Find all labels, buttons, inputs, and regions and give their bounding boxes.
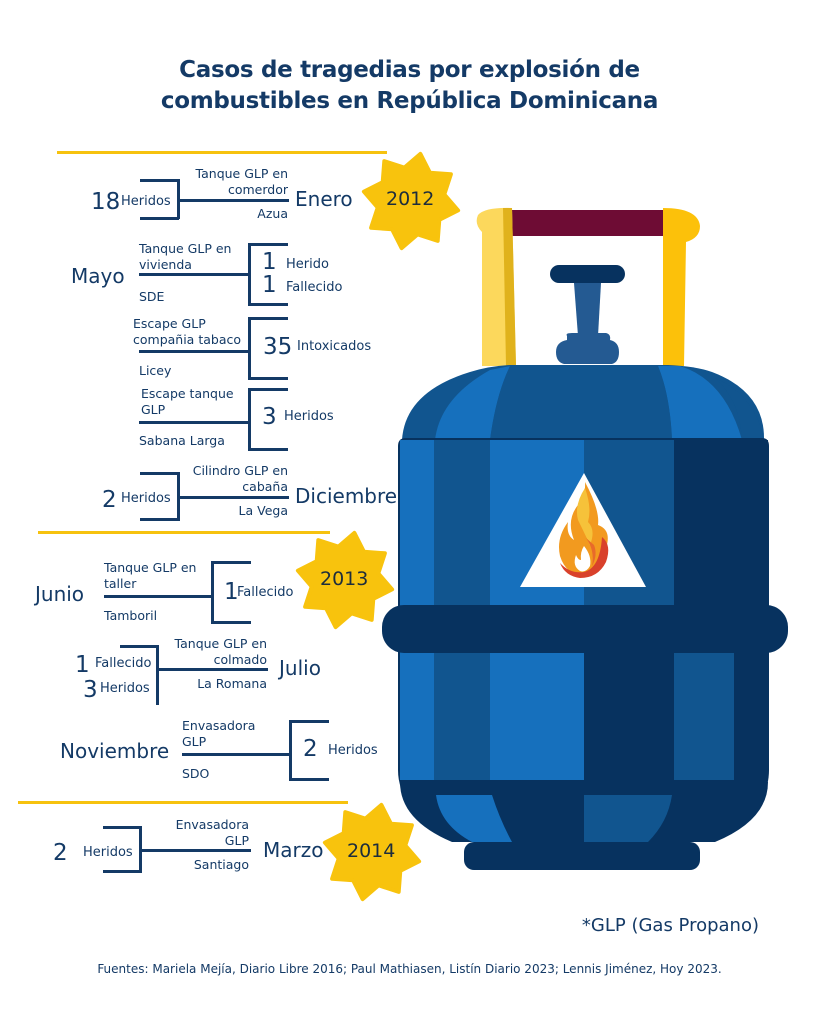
event-casualty-label: Heridos bbox=[121, 491, 171, 506]
event-place: La Vega bbox=[238, 503, 288, 518]
event-count: 18 bbox=[91, 189, 121, 215]
tank-handle-right bbox=[663, 208, 700, 366]
event-count: 35 bbox=[263, 334, 293, 360]
page-title: Casos de tragedias por explosión de comb… bbox=[0, 55, 819, 117]
year-divider-2014 bbox=[18, 801, 348, 804]
event-place: Sabana Larga bbox=[139, 433, 225, 448]
event-place: La Romana bbox=[197, 676, 267, 691]
title-line-1: Casos de tragedias por explosión de bbox=[179, 57, 640, 83]
event-casualty-label: Fallecido bbox=[237, 585, 294, 600]
event-count: 1 bbox=[75, 652, 90, 678]
event-count: 2 bbox=[53, 840, 68, 866]
event-count: 2 bbox=[303, 736, 318, 762]
event-place: Tamboril bbox=[104, 608, 158, 623]
year-divider-2013 bbox=[38, 531, 330, 534]
event-place: SDE bbox=[139, 289, 165, 304]
flame-icon bbox=[559, 482, 609, 578]
sun-badge-2013-icon bbox=[295, 530, 395, 630]
event-casualty-label: Heridos bbox=[328, 743, 378, 758]
valve-stem bbox=[574, 283, 601, 336]
event-casualty-label: Heridos bbox=[100, 681, 150, 696]
event-place: Azua bbox=[257, 206, 288, 221]
event-count: 3 bbox=[262, 404, 277, 430]
event-casualty-label: Heridos bbox=[284, 409, 334, 424]
event-casualty-label: Fallecido bbox=[95, 656, 152, 671]
tank-belt bbox=[382, 605, 788, 653]
event-count: 1 bbox=[224, 579, 239, 605]
event-place: Santiago bbox=[193, 857, 249, 872]
year-divider-2012 bbox=[57, 151, 387, 154]
glp-footnote: *GLP (Gas Propano) bbox=[581, 915, 759, 936]
event-casualty-label: Heridos bbox=[121, 194, 171, 209]
event-month: Mayo bbox=[71, 264, 125, 288]
event-month: Diciembre bbox=[295, 484, 398, 508]
title-line-2: combustibles en República Dominicana bbox=[160, 88, 659, 114]
sun-badge-2014-icon bbox=[322, 802, 422, 902]
event-month: Junio bbox=[35, 582, 85, 606]
event-casualty-label: Herido bbox=[286, 257, 329, 272]
tank-foot-ring bbox=[464, 842, 700, 870]
event-place: Licey bbox=[139, 363, 172, 378]
valve-knob bbox=[550, 265, 625, 283]
tank-handle-bar bbox=[512, 210, 668, 236]
event-casualty-label: Fallecido bbox=[286, 280, 343, 295]
year-badge-2013: 2013 bbox=[320, 568, 369, 590]
event-count: 1 bbox=[262, 249, 277, 275]
event-count: 3 bbox=[83, 677, 98, 703]
valve-base bbox=[556, 333, 619, 364]
sun-badge-2012-icon bbox=[361, 151, 461, 251]
event-month: Noviembre bbox=[60, 739, 170, 763]
event-casualty-label: Heridos bbox=[83, 845, 133, 860]
event-casualty-label: Intoxicados bbox=[297, 339, 372, 354]
year-badge-2014: 2014 bbox=[347, 840, 396, 862]
event-month: Julio bbox=[279, 656, 321, 680]
event-count: 2 bbox=[102, 487, 117, 513]
event-month: Marzo bbox=[263, 838, 324, 862]
year-badge-2012: 2012 bbox=[386, 188, 435, 210]
event-count: 1 bbox=[262, 272, 277, 298]
event-month: Enero bbox=[295, 187, 353, 211]
sources-note: Fuentes: Mariela Mejía, Diario Libre 201… bbox=[97, 962, 722, 976]
event-place: SDO bbox=[182, 766, 210, 781]
